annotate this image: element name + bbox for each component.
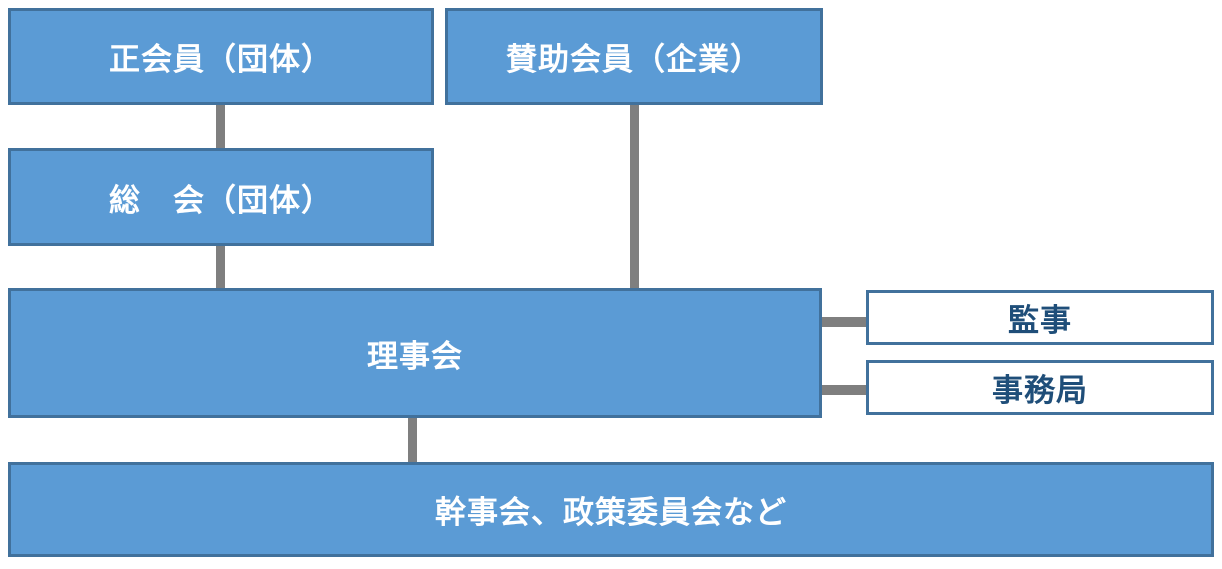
- node-auditor: 監事: [866, 290, 1214, 345]
- node-supporting-members-label: 賛助会員（企業）: [506, 42, 762, 77]
- node-general-assembly-label: 総 会（団体）: [109, 182, 333, 218]
- node-board-of-directors: 理事会: [8, 288, 822, 418]
- connector-board-to-auditor: [822, 317, 866, 327]
- connector-assembly-to-board: [216, 246, 225, 288]
- node-regular-members-label: 正会員（団体）: [109, 42, 333, 77]
- node-board-of-directors-label: 理事会: [367, 338, 463, 374]
- node-supporting-members: 賛助会員（企業）: [445, 8, 823, 105]
- node-auditor-label: 監事: [1008, 303, 1072, 338]
- connector-board-to-secretariat: [822, 385, 866, 395]
- node-committees: 幹事会、政策委員会など: [8, 462, 1214, 557]
- connector-supporting-to-board: [630, 105, 639, 288]
- node-general-assembly: 総 会（団体）: [8, 148, 434, 246]
- node-regular-members: 正会員（団体）: [8, 8, 434, 105]
- node-secretariat: 事務局: [866, 360, 1214, 415]
- node-secretariat-label: 事務局: [992, 373, 1088, 408]
- connector-board-to-committees: [408, 418, 417, 462]
- connector-regular-to-assembly: [216, 105, 225, 148]
- node-committees-label: 幹事会、政策委員会など: [435, 495, 787, 530]
